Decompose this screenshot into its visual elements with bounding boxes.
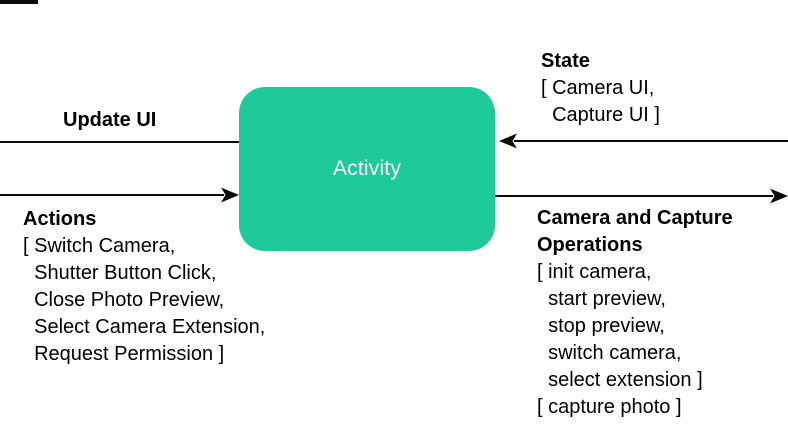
activity-label: Activity: [332, 157, 402, 180]
actions-item: Select Camera Extension,: [23, 316, 266, 338]
actions-item: Close Photo Preview,: [23, 289, 225, 311]
actions-arrowhead: [221, 187, 239, 203]
camera-ops-arrow: [495, 188, 788, 204]
camera-ops-item: [ capture photo ]: [537, 396, 682, 418]
actions-item: [ Switch Camera,: [23, 235, 176, 257]
camera-ops-item: stop preview,: [537, 315, 665, 337]
state-arrowhead: [499, 133, 517, 149]
actions-label: Actions: [23, 208, 97, 230]
camera-ops-item: start preview,: [537, 288, 666, 310]
update-ui-label: Update UI: [63, 109, 157, 131]
actions-block: Actions [ Switch Camera, Shutter Button …: [23, 206, 293, 368]
actions-item: Request Permission ]: [23, 343, 225, 365]
state-item: Capture UI ]: [541, 104, 660, 126]
camera-ops-item: select extension ]: [537, 369, 703, 391]
camera-ops-arrowhead: [770, 188, 788, 204]
camera-ops-item: switch camera,: [537, 342, 682, 364]
top-left-line-fragment: [0, 0, 38, 4]
actions-item: Shutter Button Click,: [23, 262, 217, 284]
state-arrow: [499, 133, 788, 149]
activity-box: Activity: [239, 87, 495, 251]
camera-ops-block: Camera and Capture Operations [ init cam…: [537, 205, 757, 421]
state-block: State [ Camera UI, Capture UI ]: [541, 48, 771, 129]
state-item: [ Camera UI,: [541, 77, 655, 99]
actions-arrow: [0, 187, 239, 203]
camera-ops-label: Camera and Capture Operations: [537, 207, 733, 256]
camera-ops-item: [ init camera,: [537, 261, 652, 283]
state-label: State: [541, 50, 590, 72]
